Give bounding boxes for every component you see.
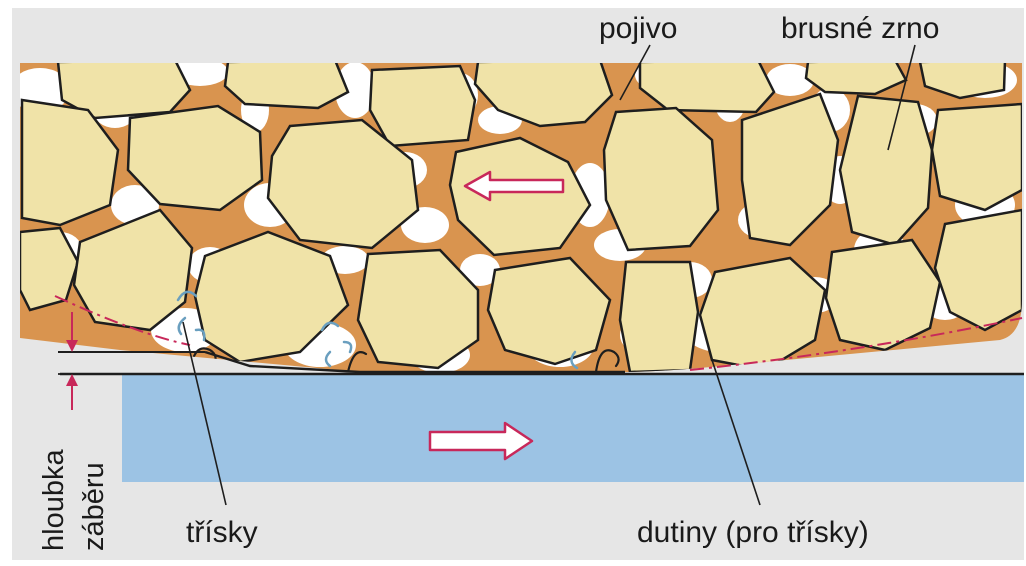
label-depth-line1: hloubka [38, 449, 70, 551]
label-abrasive-grain: brusné zrno [781, 12, 939, 45]
label-cavities: dutiny (pro třísky) [637, 516, 869, 549]
grinding-wheel [10, 58, 1024, 380]
workpiece [122, 374, 1024, 482]
label-depth-line2: záběru [78, 462, 110, 551]
label-binder: pojivo [599, 12, 677, 45]
label-chips: třísky [186, 516, 258, 549]
